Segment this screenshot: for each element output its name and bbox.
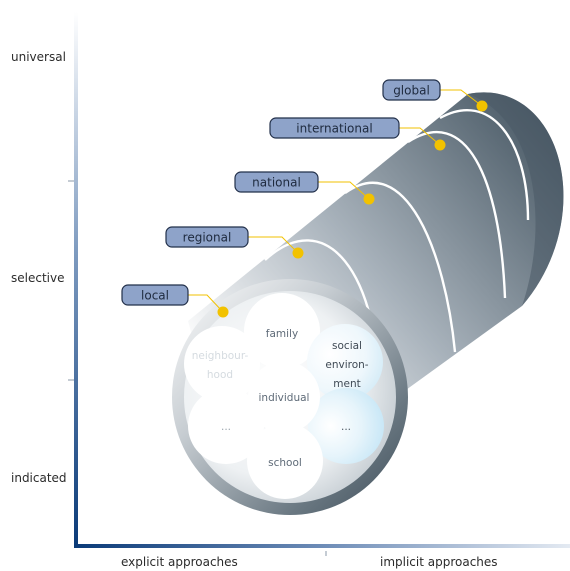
tag-local: local bbox=[121, 284, 189, 306]
section-arc-international bbox=[407, 130, 507, 299]
petal-neighbourhood bbox=[184, 326, 260, 402]
label-social-line1: social bbox=[332, 340, 362, 352]
circle-of-influences bbox=[184, 293, 384, 499]
dot-local bbox=[217, 306, 229, 318]
cylinder-back-cap bbox=[468, 92, 564, 307]
tag-global-label: global bbox=[393, 84, 430, 98]
petal-left-ellipsis bbox=[188, 388, 264, 464]
section-arc-global bbox=[439, 108, 530, 221]
tag-international: international bbox=[269, 117, 400, 139]
leader-local bbox=[188, 294, 224, 313]
x-label-explicit: explicit approaches bbox=[121, 555, 238, 569]
label-left-ellipsis: ... bbox=[221, 421, 231, 433]
y-label-indicated: indicated bbox=[11, 471, 67, 485]
label-neighbourhood-line1: neighbour- bbox=[192, 350, 249, 362]
x-axis-line bbox=[74, 544, 570, 548]
petal-right-ellipsis bbox=[308, 388, 384, 464]
label-school: school bbox=[268, 457, 302, 469]
dot-national bbox=[363, 193, 375, 205]
label-social-line3: ment bbox=[333, 378, 360, 390]
dot-regional bbox=[292, 247, 304, 259]
y-label-selective: selective bbox=[11, 271, 64, 285]
section-arc-national bbox=[344, 181, 457, 353]
tag-local-label: local bbox=[141, 289, 169, 303]
y-axis-line bbox=[74, 12, 78, 548]
petal-school bbox=[247, 423, 323, 499]
leader-national bbox=[318, 181, 370, 200]
tag-global: global bbox=[382, 79, 441, 101]
label-neighbourhood-line2: hood bbox=[207, 369, 233, 381]
petal-individual bbox=[248, 361, 320, 433]
petal-family bbox=[244, 293, 320, 369]
y-label-universal: universal bbox=[11, 50, 66, 64]
label-social-line2: environ- bbox=[325, 359, 368, 371]
label-individual: individual bbox=[259, 392, 310, 404]
leader-regional bbox=[248, 236, 299, 254]
tag-national: national bbox=[234, 171, 319, 193]
leader-international bbox=[399, 127, 441, 146]
x-label-implicit: implicit approaches bbox=[380, 555, 498, 569]
dot-international bbox=[434, 139, 446, 151]
label-family: family bbox=[266, 328, 298, 340]
tag-regional: regional bbox=[165, 226, 249, 248]
petal-social-environment bbox=[307, 324, 383, 400]
leader-global bbox=[440, 89, 483, 107]
tag-international-label: international bbox=[296, 122, 372, 136]
tag-national-label: national bbox=[252, 176, 301, 190]
tag-regional-label: regional bbox=[183, 231, 232, 245]
label-right-ellipsis: ... bbox=[341, 421, 351, 433]
dot-global bbox=[476, 100, 488, 112]
